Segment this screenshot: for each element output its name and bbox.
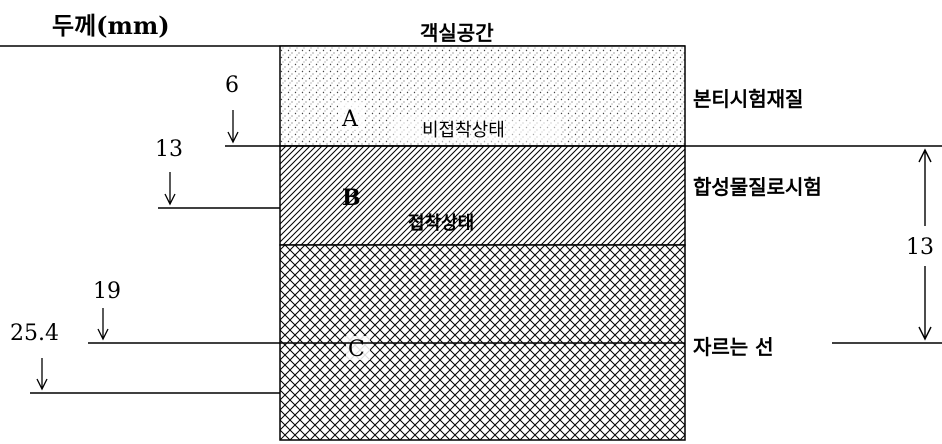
arrow-19-icon [97, 308, 109, 341]
dim-label-6: 6 [225, 73, 239, 98]
side-label-a: 본티시험재질 [693, 87, 803, 111]
dim-label-right-13: 13 [906, 235, 934, 260]
layer-b-label: B [342, 185, 361, 211]
layer-a-state: 비접착상태 [422, 120, 505, 141]
layer-a-label: A [341, 107, 359, 132]
thickness-label: 두께(mm) [52, 11, 170, 40]
arrow-25-4-icon [36, 358, 48, 391]
cut-line-label: 자르는 선 [693, 335, 774, 359]
arrow-13-icon [164, 172, 176, 206]
top-space-label: 객실공간 [420, 21, 494, 45]
arrow-6-icon [227, 110, 239, 144]
right-dimension-arrow-icon [918, 148, 932, 341]
layer-b-state: 접착상태 [408, 213, 474, 234]
layer-b [279, 145, 686, 246]
dim-label-25-4: 25.4 [10, 321, 59, 346]
layer-c-label: C [348, 337, 365, 362]
side-label-b: 합성물질로시험 [693, 175, 822, 199]
dim-label-13: 13 [155, 137, 183, 162]
dim-label-19: 19 [93, 279, 121, 304]
